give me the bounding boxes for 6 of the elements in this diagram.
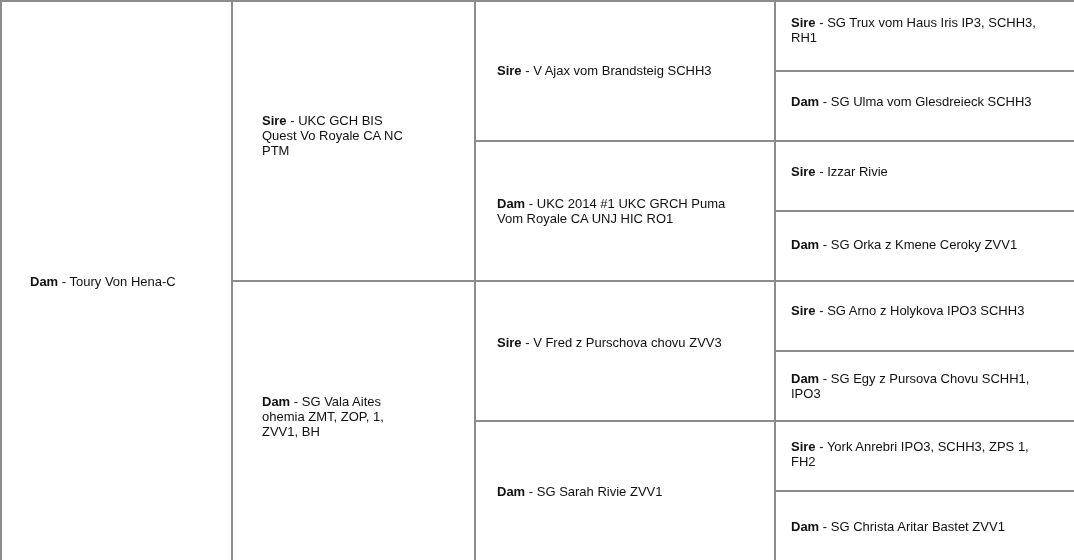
pedigree-cell: Sire - UKC GCH BIS Quest Vo Royale CA NC PTM (232, 1, 475, 281)
pedigree-cell: Dam - Toury Von Hena-C (1, 1, 232, 560)
pedigree-cell: Sire - SG Trux vom Haus Iris IP3, SCHH3, RH1 (775, 1, 1074, 71)
pedigree-cell: Sire - V Ajax vom Brandsteig SCHH3 (475, 1, 775, 141)
pedigree-cell: Dam - UKC 2014 #1 UKC GRCH Puma Vom Royale CA UNJ HIC RO1 (475, 141, 775, 281)
pedigree-cell: Sire - V Fred z Purschova chovu ZVV3 (475, 281, 775, 421)
